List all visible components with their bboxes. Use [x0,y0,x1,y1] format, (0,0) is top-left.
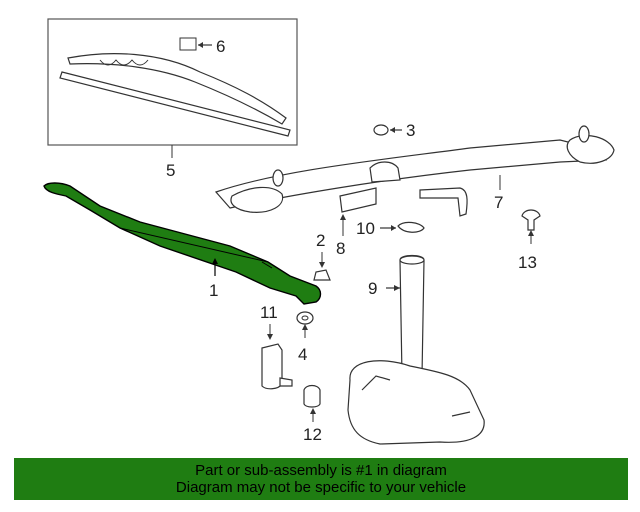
callout-3: 3 [406,121,415,140]
info-banner: Part or sub-assembly is #1 in diagram Di… [14,458,628,500]
part-11-pump [261,343,283,390]
part-9-reservoir [347,254,485,445]
part-10-cap [380,221,425,233]
wiper-blade-inset [47,18,298,146]
callout-5: 5 [166,161,175,180]
part-2-cap [313,269,331,281]
callout-12: 12 [303,425,322,444]
wiper-linkage [214,125,615,217]
banner-line-1: Part or sub-assembly is #1 in diagram [195,462,447,479]
callout-2: 2 [316,231,325,250]
callout-8: 8 [336,239,345,258]
callout-1: 1 [209,281,218,300]
part-1-wiper-arm [43,182,322,305]
part-12-grommet [303,384,321,408]
callout-9: 9 [368,279,377,298]
callout-7: 7 [494,193,503,212]
part-13-clip [521,209,541,244]
part-3-nut [373,124,402,136]
callout-13: 13 [518,253,537,272]
parts-diagram: 6 5 7 3 8 10 13 2 [43,18,615,445]
banner-line-2: Diagram may not be specific to your vehi… [175,479,467,496]
callout-6: 6 [216,37,225,56]
callout-10: 10 [356,219,375,238]
callout-11: 11 [260,303,278,322]
callout-4: 4 [298,345,307,364]
